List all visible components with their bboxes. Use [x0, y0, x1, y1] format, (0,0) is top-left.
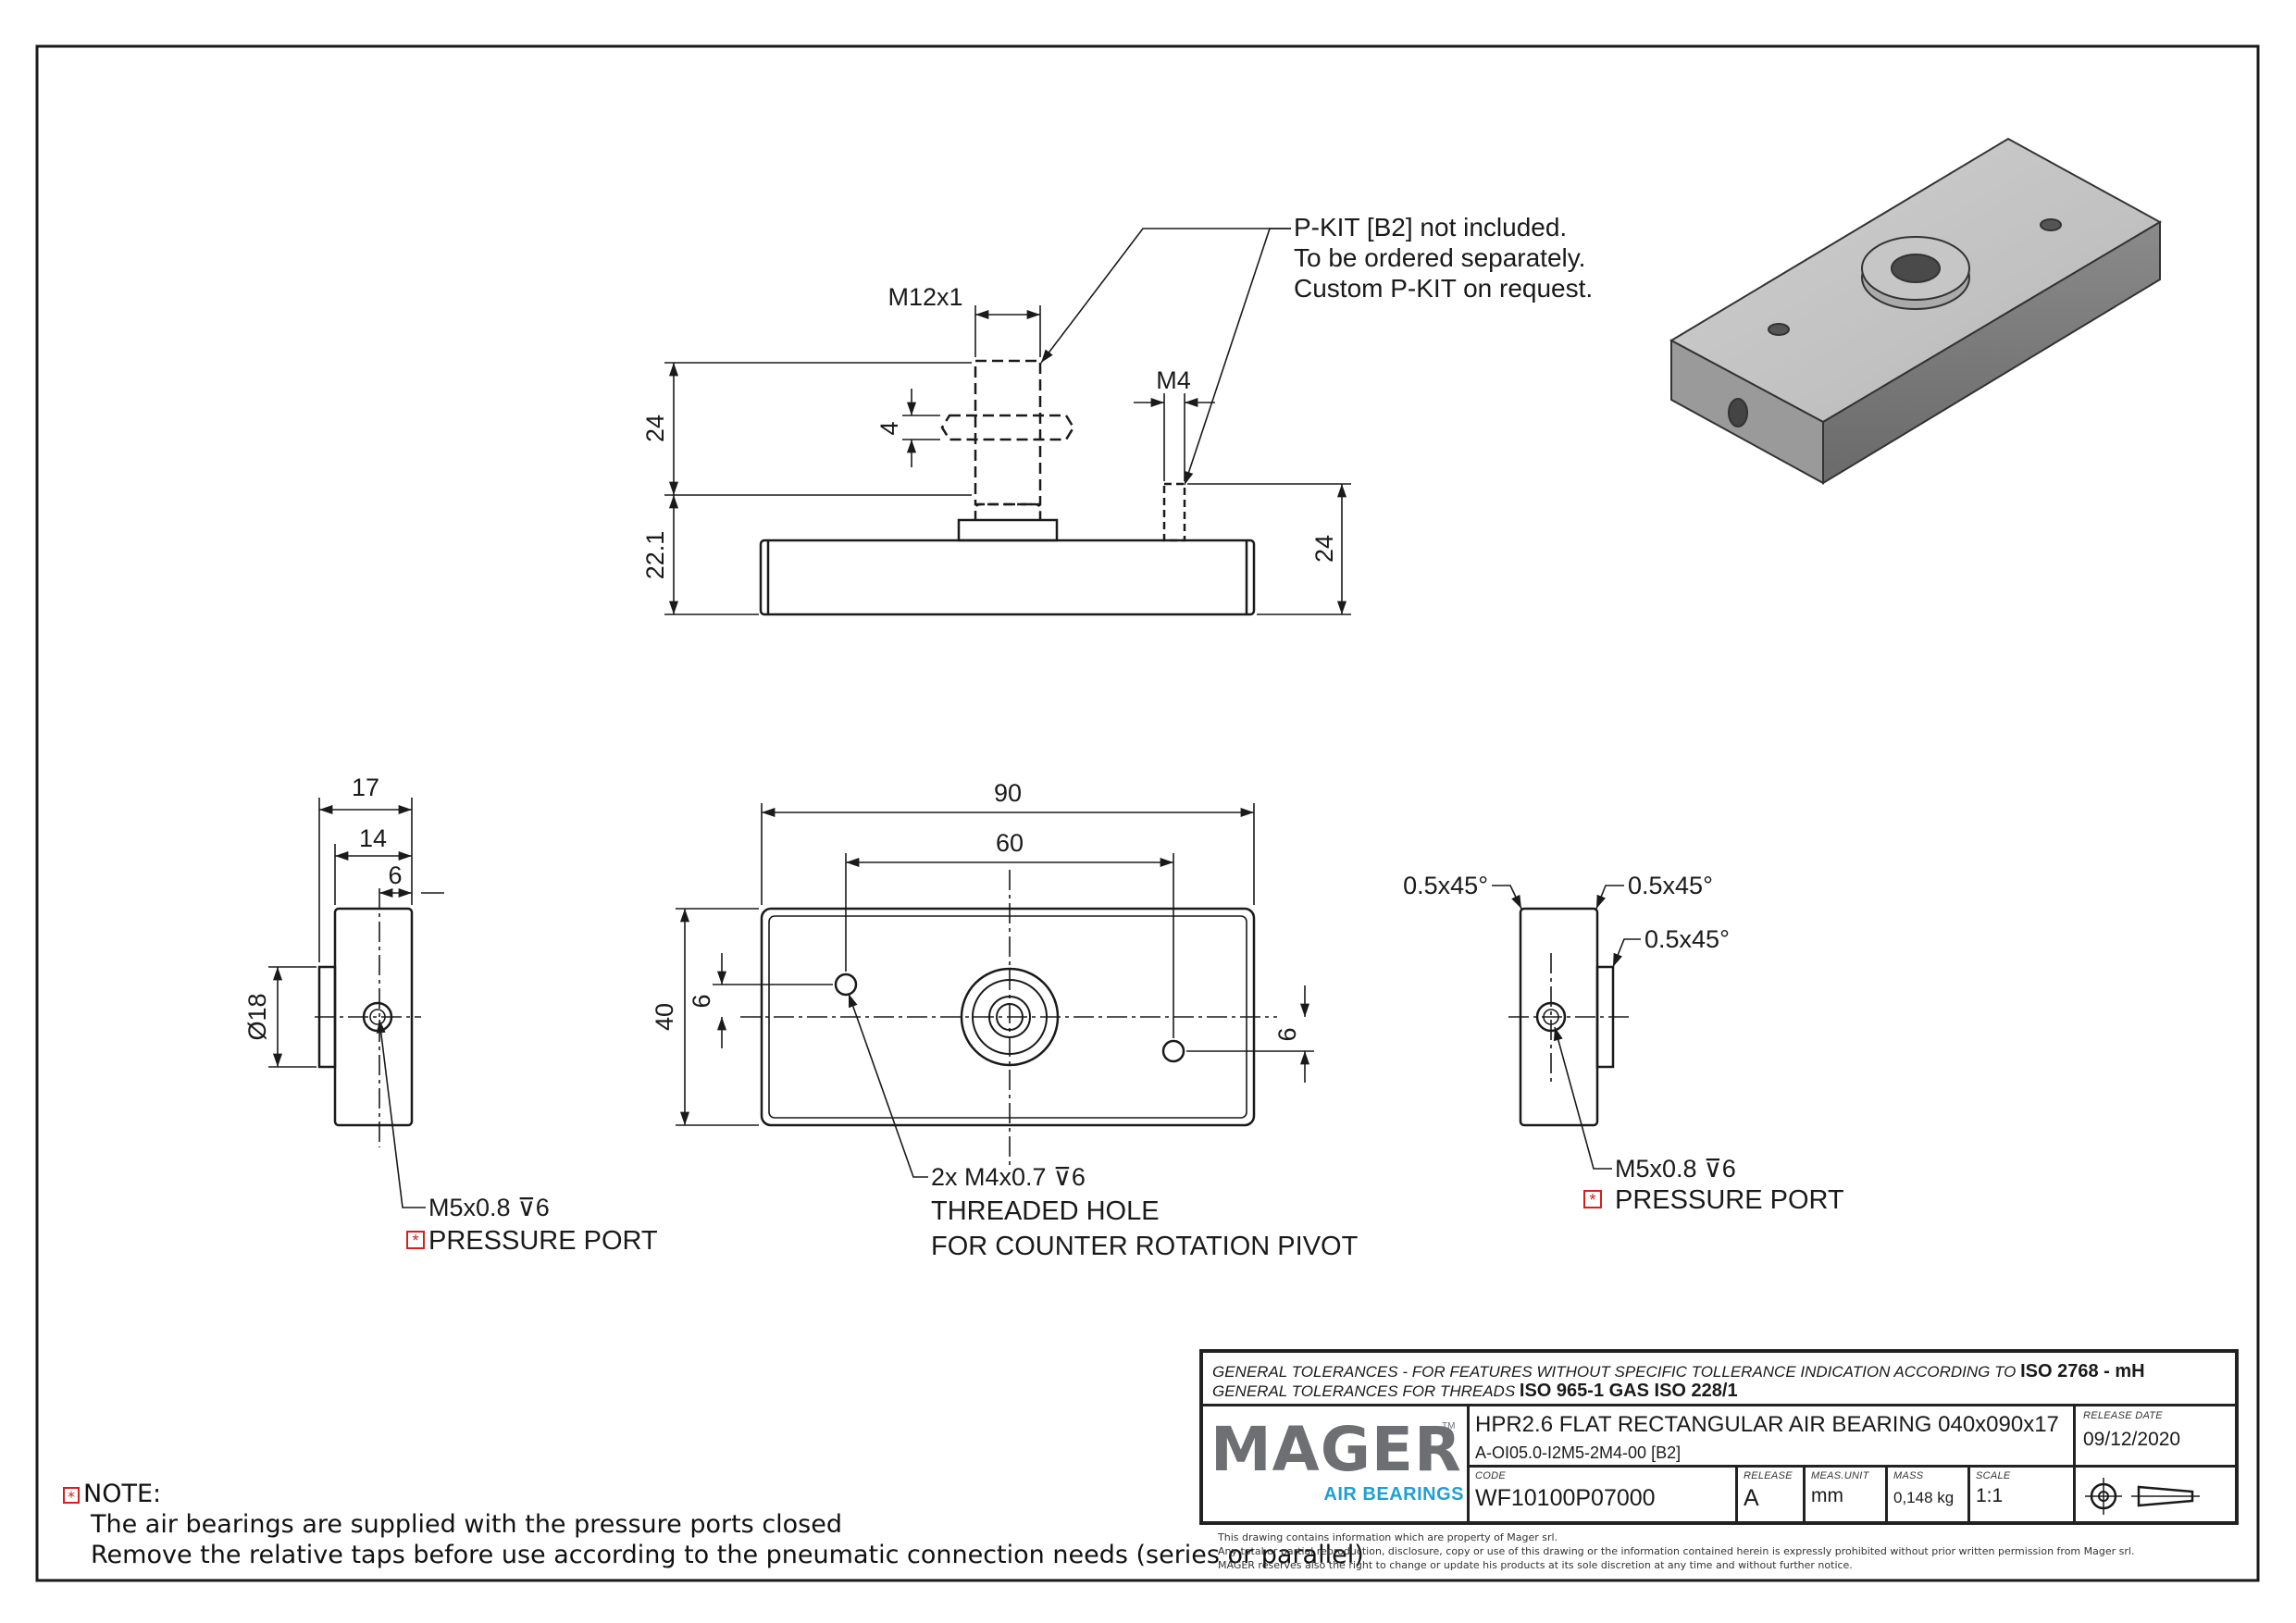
dim-pin-height: 24 [1310, 535, 1338, 563]
release-label: RELEASE [1744, 1470, 1793, 1481]
projection-symbol [2076, 1468, 2235, 1525]
iso-hole-a [1768, 323, 1790, 336]
release-value: A [1744, 1485, 1759, 1511]
tol-line1-standard: ISO 2768 - mH [2020, 1361, 2145, 1381]
iso-hole-b [2040, 218, 2062, 231]
logo-tm: TM [1442, 1421, 1456, 1431]
note-title: NOTE: [83, 1480, 162, 1508]
footer-line-2: Any total or partial reproduction, discl… [1218, 1545, 2135, 1557]
drawing-frame [35, 44, 2260, 1582]
drawing-subtitle: A-OI05.0-I2M5-2M4-00 [B2] [1475, 1443, 1682, 1462]
note-line-1: The air bearings are supplied with the p… [91, 1510, 843, 1539]
scale-label: SCALE [1976, 1470, 2011, 1481]
logo-subtitle: AIR BEARINGS [1323, 1484, 1464, 1505]
dim-width-40: 40 [651, 1003, 678, 1031]
mager-logo: MAGER TM AIR BEARINGS [1203, 1406, 1470, 1525]
top-view-labels: 90 60 40 6 6 2x M4x0.7 ⊽6 THREADED HOLE … [651, 779, 1359, 1261]
thread-callout-line2: THREADED HOLE [931, 1196, 1160, 1226]
right-port-spec: M5x0.8 ⊽6 [1615, 1155, 1736, 1183]
right-view-dimensions [1492, 885, 1641, 1170]
dim-length-90: 90 [994, 779, 1022, 807]
third-angle-projection-icon [2085, 1478, 2200, 1515]
front-view-labels: M12x1 24 22.1 4 M4 24 P-KIT [B2] not inc… [641, 213, 1593, 579]
thread-callout-spec: 2x M4x0.7 ⊽6 [931, 1163, 1086, 1191]
iso-side-port [1728, 398, 1748, 427]
dim-base-height: 22.1 [641, 531, 669, 580]
m4-pin [1162, 482, 1186, 542]
left-view-labels: 17 14 6 Ø18 M5x0.8 ⊽6 * PRESSURE PORT [243, 774, 658, 1256]
thread-callout-line3: FOR COUNTER ROTATION PIVOT [931, 1232, 1359, 1261]
dim-pkit-height: 24 [641, 415, 669, 442]
meas-unit-label: MEAS.UNIT [1811, 1470, 1869, 1481]
logo-word: MAGER [1210, 1414, 1462, 1485]
footer-line-3: MAGER reserves also the right to change … [1218, 1559, 1853, 1571]
left-port-spec: M5x0.8 ⊽6 [428, 1194, 550, 1221]
mass-cell: MASS 0,148 kg [1888, 1468, 1970, 1525]
dim-width-14: 14 [359, 824, 387, 852]
release-date-value: 09/12/2020 [2083, 1429, 2181, 1450]
right-port-flag [1583, 1190, 1602, 1208]
dim-m4: M4 [1156, 366, 1191, 394]
note-title-row: *NOTE: [63, 1479, 1201, 1509]
pkit-callout-line2: To be ordered separately. [1294, 243, 1585, 272]
right-view-labels: 0.5x45° 0.5x45° 0.5x45° M5x0.8 ⊽6 * PRES… [1403, 872, 1844, 1215]
drawing-title: HPR2.6 FLAT RECTANGULAR AIR BEARING 040x… [1475, 1412, 2059, 1437]
meas-unit-value: mm [1811, 1485, 1843, 1506]
chamfer-right: 0.5x45° [1628, 872, 1713, 899]
dim-length-60: 60 [996, 829, 1024, 857]
tol-line1-prefix: GENERAL TOLERANCES - FOR FEATURES WITHOU… [1212, 1363, 2017, 1381]
dim-collar: 4 [875, 421, 903, 435]
dim-offset-a: 6 [688, 994, 715, 1008]
note-line-2: Remove the relative taps before use acco… [91, 1541, 1364, 1569]
note-flag-icon: * [63, 1486, 80, 1505]
svg-text:*: * [412, 1232, 418, 1250]
left-port-flag [406, 1231, 425, 1249]
front-view-boss [957, 518, 1059, 542]
isometric-view [1669, 137, 2163, 485]
tolerances: GENERAL TOLERANCES - FOR FEATURES WITHOU… [1203, 1353, 2235, 1406]
top-view-hole-a [834, 973, 858, 997]
title-block: GENERAL TOLERANCES - FOR FEATURES WITHOU… [1199, 1349, 2239, 1525]
pkit-callout-line3: Custom P-KIT on request. [1294, 274, 1593, 303]
code-value: WF10100P07000 [1475, 1485, 1656, 1511]
chamfer-left: 0.5x45° [1403, 872, 1488, 899]
pkit-callout-line1: P-KIT [B2] not included. [1294, 213, 1567, 242]
release-cell: RELEASE A [1738, 1468, 1806, 1525]
note-block: *NOTE: The air bearings are supplied wit… [63, 1479, 1364, 1570]
top-view-dimensions [676, 803, 1314, 1178]
legal-footer: This drawing contains information which … [1218, 1530, 2245, 1572]
dim-width-6: 6 [388, 861, 402, 889]
dim-m12x1: M12x1 [887, 283, 962, 311]
footer-line-1: This drawing contains information which … [1218, 1531, 1558, 1543]
dim-width-17: 17 [352, 774, 379, 801]
scale-value: 1:1 [1976, 1485, 2004, 1506]
mass-value: 0,148 kg [1893, 1489, 1955, 1506]
dim-diameter-18: Ø18 [243, 993, 271, 1040]
front-view-dimensions [664, 228, 1351, 615]
release-date-cell: RELEASE DATE 09/12/2020 [2076, 1406, 2235, 1468]
pkit-fitting [974, 502, 1042, 520]
dim-offset-b: 6 [1273, 1027, 1301, 1041]
iso-side-face [1822, 220, 2161, 485]
right-port-label: PRESSURE PORT [1615, 1185, 1844, 1215]
front-view-body [759, 539, 1256, 616]
left-port-label: PRESSURE PORT [428, 1226, 658, 1256]
left-view-dimensions [268, 798, 444, 1208]
chamfer-boss: 0.5x45° [1644, 925, 1730, 953]
svg-text:*: * [1589, 1191, 1595, 1209]
release-date-label: RELEASE DATE [2083, 1410, 2163, 1421]
tol-line2-prefix: GENERAL TOLERANCES FOR THREADS [1212, 1382, 1516, 1400]
drawing-title-cell: HPR2.6 FLAT RECTANGULAR AIR BEARING 040x… [1470, 1406, 2076, 1468]
scale-cell: SCALE 1:1 [1970, 1468, 2076, 1525]
tol-line2-standard: ISO 965-1 GAS ISO 228/1 [1519, 1381, 1738, 1401]
code-cell: CODE WF10100P07000 [1470, 1468, 1738, 1525]
code-label: CODE [1475, 1470, 1506, 1481]
mass-label: MASS [1893, 1470, 1924, 1481]
front-view [759, 359, 1256, 616]
meas-unit-cell: MEAS.UNIT mm [1806, 1468, 1888, 1525]
top-view-hole-b [1161, 1039, 1185, 1063]
